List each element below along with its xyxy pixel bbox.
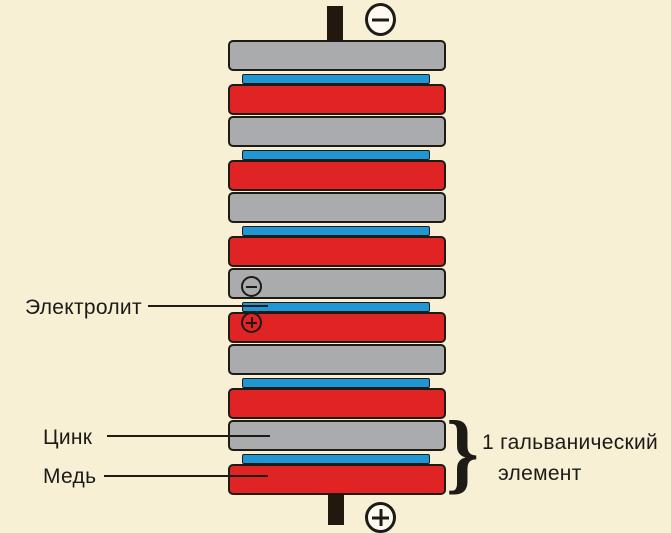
cell-group-label-line2: элемент xyxy=(498,462,582,485)
electrolyte-leader-line xyxy=(148,305,268,307)
cell-group-label-line1: 1 гальванический xyxy=(482,431,659,454)
top-terminal xyxy=(327,6,343,42)
copper-leader-line xyxy=(104,475,268,477)
copper-disc xyxy=(228,236,446,267)
copper-disc xyxy=(228,160,446,191)
electrolyte-layer xyxy=(242,74,430,84)
zinc-negative-marker-icon xyxy=(241,276,262,297)
electrolyte-layer xyxy=(242,302,430,312)
copper-label: Медь xyxy=(43,465,97,488)
electrolyte-layer xyxy=(242,150,430,160)
zinc-disc xyxy=(228,268,446,299)
copper-disc xyxy=(228,388,446,419)
cell-group-brace: } xyxy=(446,403,479,503)
electrolyte-layer xyxy=(242,378,430,388)
zinc-leader-line xyxy=(107,435,270,437)
plus-vbar xyxy=(250,317,253,328)
plus-vbar xyxy=(379,509,382,526)
copper-positive-marker-icon xyxy=(241,312,262,333)
bottom-terminal xyxy=(328,494,344,525)
minus-bar xyxy=(372,18,389,21)
zinc-disc xyxy=(228,344,446,375)
copper-disc xyxy=(228,312,446,343)
copper-disc xyxy=(228,464,446,495)
zinc-disc xyxy=(228,40,446,71)
copper-disc xyxy=(228,84,446,115)
cell-group-label: 1 гальванический элемент xyxy=(482,427,658,489)
zinc-disc xyxy=(228,116,446,147)
positive-terminal-icon xyxy=(365,502,396,533)
minus-bar xyxy=(246,285,257,288)
negative-terminal-icon xyxy=(365,3,396,36)
zinc-label: Цинк xyxy=(43,426,93,449)
electrolyte-layer xyxy=(242,226,430,236)
electrolyte-label: Электролит xyxy=(25,296,142,319)
electrolyte-layer xyxy=(242,454,430,464)
zinc-disc xyxy=(228,192,446,223)
